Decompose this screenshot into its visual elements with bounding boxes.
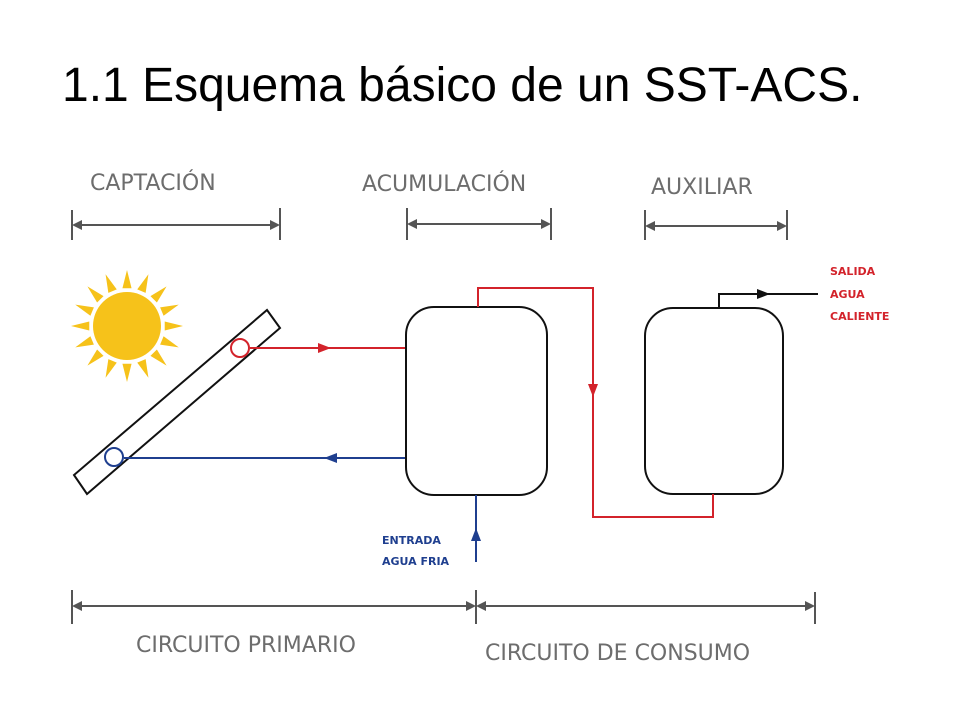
sun-ray	[150, 286, 167, 303]
label-acumulacion: ACUMULACIÓN	[362, 171, 526, 197]
bracket-auxiliar	[644, 210, 788, 240]
sun-ray	[160, 304, 179, 316]
sun-ray	[105, 274, 117, 293]
cold-inlet-port	[104, 447, 124, 467]
bracket-circuito-primario	[71, 590, 477, 624]
hot-primary-pipe	[250, 343, 407, 353]
sun-ray	[75, 304, 94, 316]
auxiliary-tank	[644, 307, 784, 495]
sun-ray	[71, 321, 90, 331]
cold-primary-pipe	[124, 453, 407, 463]
sun-ray	[122, 270, 132, 289]
sun-ray	[164, 321, 183, 331]
sun-ray	[105, 359, 117, 378]
sun-ray	[87, 349, 104, 366]
hot-outlet-port	[230, 338, 250, 358]
outlet-label-line3: CALIENTE	[830, 310, 889, 323]
bracket-circuito-consumo	[476, 592, 816, 624]
sun-icon	[71, 270, 183, 382]
sun-ray	[137, 359, 149, 378]
outlet-label-line1: SALIDA	[830, 265, 876, 278]
cold-water-inlet-pipe	[471, 495, 481, 562]
label-captacion: CAPTACIÓN	[90, 170, 216, 196]
storage-tank	[405, 306, 548, 496]
label-circuito-primario: CIRCUITO PRIMARIO	[136, 633, 356, 658]
label-circuito-consumo: CIRCUITO DE CONSUMO	[485, 641, 750, 666]
sun-ray	[87, 286, 104, 303]
inlet-label-line1: ENTRADA	[382, 534, 441, 547]
label-auxiliar: AUXILIAR	[651, 175, 753, 200]
sun-ray	[150, 349, 167, 366]
solar-collector	[72, 308, 282, 496]
bracket-acumulacion	[406, 208, 552, 240]
hot-water-outlet-pipe	[718, 289, 818, 308]
inlet-label-line2: AGUA FRIA	[382, 555, 450, 568]
sun-ray	[75, 336, 94, 348]
sun-ray	[137, 274, 149, 293]
hot-transfer-pipe	[477, 287, 714, 518]
sun-ray	[122, 363, 132, 382]
bracket-captacion	[71, 208, 281, 240]
page-title: 1.1 Esquema básico de un SST-ACS.	[62, 59, 863, 112]
outlet-label-line2: AGUA	[830, 288, 865, 301]
sun-ray	[160, 336, 179, 348]
